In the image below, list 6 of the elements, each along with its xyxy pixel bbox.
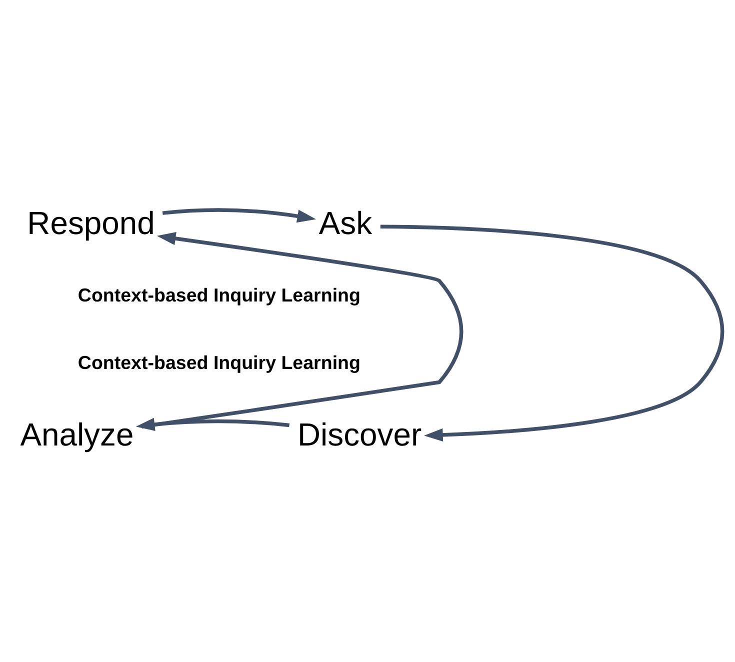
node-text: Discover [298,416,422,452]
node-text: Respond [27,204,155,241]
label: Context-based Inquiry Learning [78,352,360,373]
label: Context-based Inquiry Learning [78,284,360,305]
node-text: Ask [318,204,372,241]
node-text: Analyze [20,416,134,452]
